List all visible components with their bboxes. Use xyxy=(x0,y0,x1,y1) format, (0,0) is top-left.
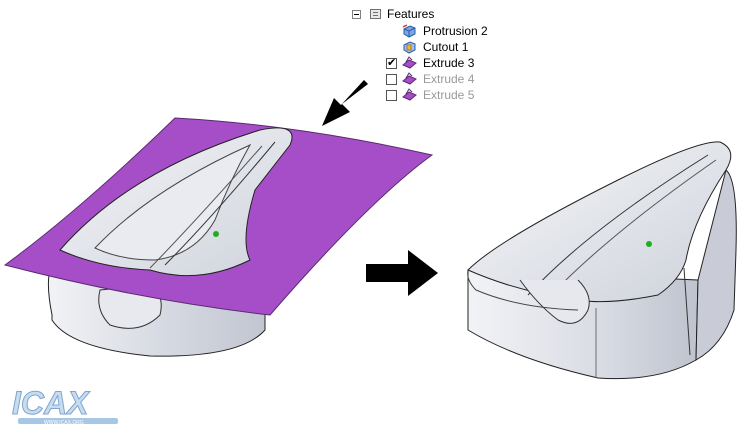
tree-item-label: Protrusion 2 xyxy=(423,24,488,38)
svg-text:WWW.ICAX.ORG: WWW.ICAX.ORG xyxy=(44,420,84,426)
model-before-trim xyxy=(3,117,434,357)
cutout-icon xyxy=(403,41,416,54)
tree-item-label: Extrude 5 xyxy=(423,88,475,102)
tree-item-label: Cutout 1 xyxy=(423,40,469,54)
model-after-trim xyxy=(467,141,737,380)
visibility-checkbox[interactable] xyxy=(386,74,397,85)
pointer-arrow-icon xyxy=(322,80,368,126)
svg-text:ICAX: ICAX xyxy=(12,385,90,421)
origin-marker-icon xyxy=(646,241,652,247)
visibility-checkbox[interactable]: ✔ xyxy=(386,57,397,69)
tree-root-label: Features xyxy=(387,7,435,21)
right-arrow-icon xyxy=(366,250,438,296)
origin-marker-icon xyxy=(213,231,219,237)
tree-item-label: Extrude 3 xyxy=(423,56,475,70)
icax-logo: ICAX WWW.ICAX.ORG xyxy=(12,385,118,426)
features-folder-icon xyxy=(370,9,381,19)
extrude-surface-icon xyxy=(402,56,417,69)
extrude-surface-icon xyxy=(402,72,417,85)
protrusion-icon xyxy=(402,24,416,38)
collapse-icon[interactable] xyxy=(352,10,361,19)
tree-item-label: Extrude 4 xyxy=(423,72,475,86)
visibility-checkbox[interactable] xyxy=(386,90,397,101)
extrude-surface-icon xyxy=(402,88,417,101)
